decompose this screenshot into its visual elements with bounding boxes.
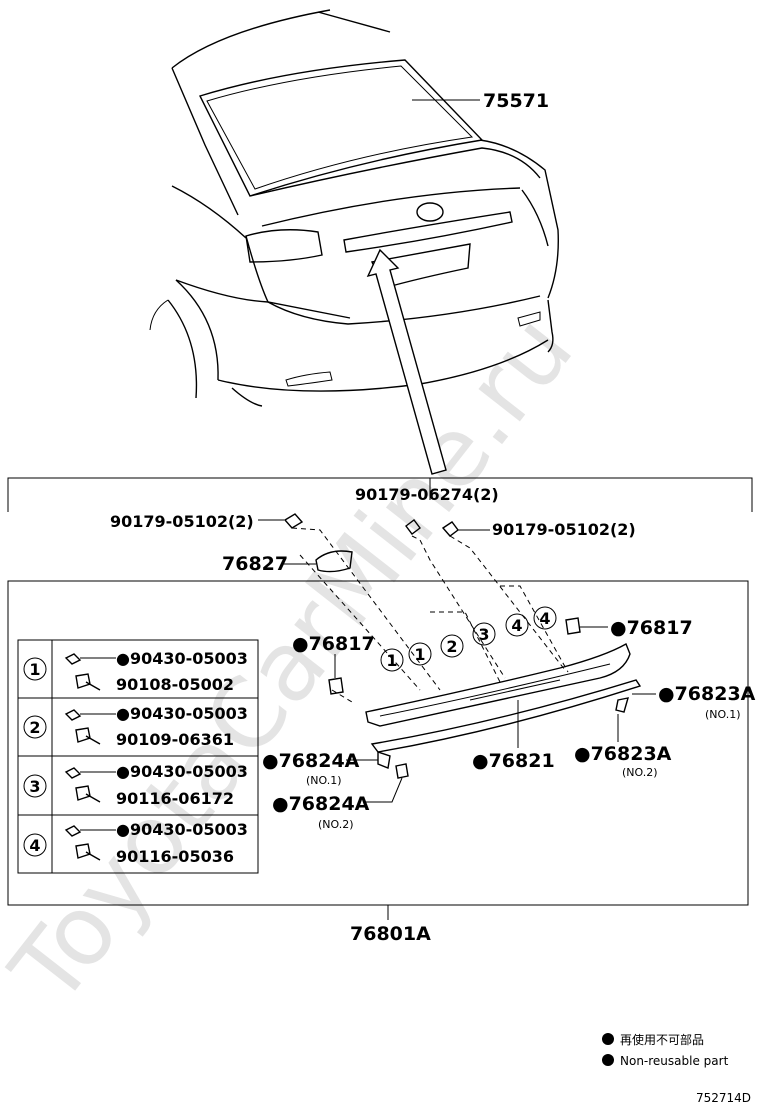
svg-text:2: 2 [29,718,40,737]
location-arrow [366,248,447,475]
svg-text:●90430-05003: ●90430-05003 [116,649,248,668]
callout-circle-3: 3 [472,622,496,646]
clip-icon [328,677,344,695]
clip-icon [565,617,581,635]
part-label-75571: 75571 [483,90,549,112]
part-label-90179-06274: 90179-06274(2) [355,485,499,504]
svg-text:●90430-05003: ●90430-05003 [116,704,248,723]
svg-text:4: 4 [29,836,40,855]
callout-circle-2: 2 [440,634,464,658]
key-row-4: 4 ●90430-05003 90116-05036 [23,820,248,866]
part-sub-76823A-no1: (NO.1) [705,708,741,721]
callout-circle-1a: 1 [380,648,404,672]
legend-english: Non-reusable part [620,1054,729,1068]
nut-icon [64,709,82,721]
key-row-3: 3 ●90430-05003 90116-06172 [23,762,248,808]
nut-icon [64,767,82,779]
svg-text:●90430-05003: ●90430-05003 [116,762,248,781]
assembly-box [7,580,749,906]
seal-end-icon [615,697,629,713]
nut-icon [405,519,421,535]
callout-circle-4a: 4 [505,613,529,637]
part-label-76824A-no1: ●76824A [262,750,360,772]
svg-text:3: 3 [29,777,40,796]
part-label-76817-right: ●76817 [610,617,693,639]
seal-end-icon [377,751,391,769]
callout-circle-4b: 4 [533,606,557,630]
part-label-90179-05102-left: 90179-05102(2) [110,512,254,531]
legend-japanese: 再使用不可部品 [620,1032,704,1047]
svg-text:90108-05002: 90108-05002 [116,675,234,694]
svg-text:90109-06361: 90109-06361 [116,730,234,749]
svg-text:90116-06172: 90116-06172 [116,789,234,808]
part-sub-76823A-no2: (NO.2) [622,766,658,779]
part-sub-76824A-no2: (NO.2) [318,818,354,831]
key-row-1: 1 ●90430-05003 90108-05002 [23,649,248,694]
garnish-on-car [343,211,513,253]
part-label-90179-05102-right: 90179-05102(2) [492,520,636,539]
luggage-compartment-garnish-icon [365,642,631,727]
nut-icon [441,521,490,537]
bolt-icon [75,673,101,691]
assembly-bracket [7,477,753,512]
svg-text:1: 1 [29,660,40,679]
part-label-76823A-no2: ●76823A [574,743,672,765]
part-label-76823A-no1: ●76823A [658,683,756,705]
fastener-key-table: 1 ●90430-05003 90108-05002 2 ●90430-0500… [17,639,259,874]
license-lamp-housing-icon [315,550,353,573]
svg-text:1: 1 [414,645,425,664]
garnish-moulding-icon [370,679,642,753]
nut-icon [258,513,304,529]
seal-end-icon [395,763,409,779]
svg-text:4: 4 [539,609,550,628]
part-label-76827: 76827 [222,553,288,575]
watermark: ToyotaCarMine.ru [0,294,594,1025]
svg-text:90116-05036: 90116-05036 [116,847,234,866]
bolt-icon [75,785,101,803]
key-row-2: 2 ●90430-05003 90109-06361 [23,704,248,749]
part-label-76801A: 76801A [350,923,431,945]
part-label-76824A-no2: ●76824A [272,793,370,815]
svg-text:2: 2 [446,637,457,656]
non-reusable-dot-icon [602,1033,614,1045]
non-reusable-dot-icon [602,1054,614,1066]
callout-circle-1b: 1 [408,642,432,666]
nut-icon [64,653,82,665]
diagram-id: 752714D [696,1091,751,1105]
part-sub-76824A-no1: (NO.1) [306,774,342,787]
svg-text:●90430-05003: ●90430-05003 [116,820,248,839]
svg-text:4: 4 [511,616,522,635]
part-label-76817-left: ●76817 [292,633,375,655]
part-label-76821: ●76821 [472,750,555,772]
svg-text:1: 1 [386,651,397,670]
legend: 再使用不可部品 Non-reusable part [602,1032,729,1068]
nut-icon [64,825,82,837]
svg-text:3: 3 [478,625,489,644]
bolt-icon [75,843,101,861]
bolt-icon [75,727,101,745]
